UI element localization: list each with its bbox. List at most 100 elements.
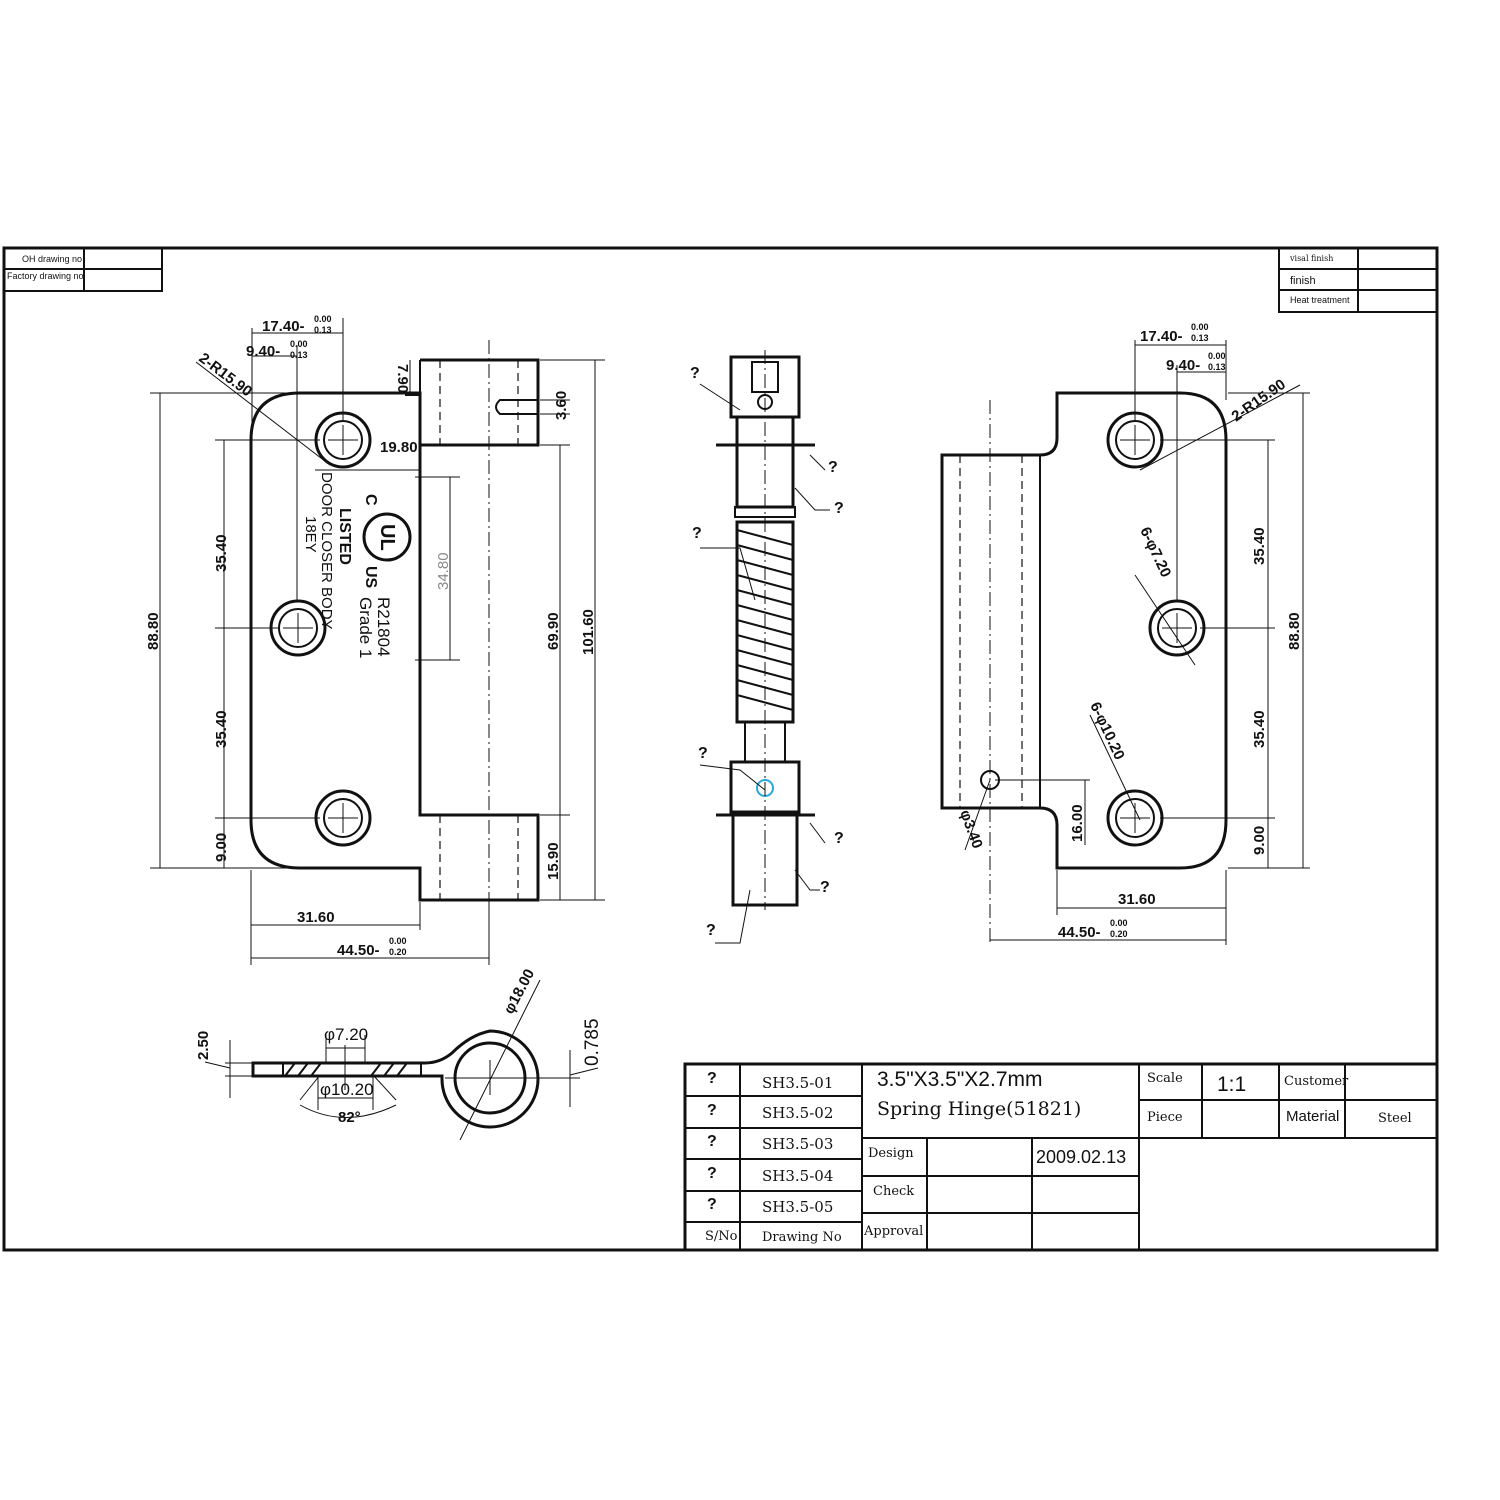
dim-17-40: 17.40- xyxy=(262,318,305,335)
tol-upper: 0.00 xyxy=(314,314,332,324)
factory-drawing-no-label: Factory drawing no xyxy=(7,271,84,281)
dim-101-60: 101.60 xyxy=(580,609,597,655)
pin-label: ? xyxy=(706,922,716,939)
dim-16-00: 16.00 xyxy=(1069,804,1086,842)
dim-9-40: 9.40- xyxy=(246,343,280,360)
dim-9-40: 9.40- xyxy=(1166,357,1200,374)
tol-lower: 0.13 xyxy=(314,325,332,335)
title-line-2: Spring Hinge(51821) xyxy=(877,1098,1081,1120)
tol-upper: 0.00 xyxy=(1191,322,1209,332)
dim-2-50: 2.50 xyxy=(195,1031,212,1060)
tol-lower: 0.20 xyxy=(1110,929,1128,939)
header-right-table: visal finish finish Heat treatment xyxy=(1278,247,1438,313)
dim-holes-large: 6-φ10.20 xyxy=(1086,700,1127,763)
dim-15-90: 15.90 xyxy=(545,842,562,880)
c-text: C xyxy=(362,494,379,506)
part-sn: ? xyxy=(707,1196,717,1213)
part-drawing-no: SH3.5-02 xyxy=(762,1104,833,1122)
screw-hole xyxy=(1106,789,1164,847)
code-text: 18EY xyxy=(302,516,319,553)
listed-text: LISTED xyxy=(336,508,353,565)
dim-88-80: 88.80 xyxy=(1286,612,1303,650)
title-line-1: 3.5"X3.5"X2.7mm xyxy=(877,1068,1043,1091)
dim-34-80: 34.80 xyxy=(435,552,452,590)
r-number-text: R21804 xyxy=(374,597,393,657)
material-label: Material xyxy=(1286,1108,1339,1125)
tol-upper: 0.00 xyxy=(1110,918,1128,928)
part-sn: ? xyxy=(707,1070,717,1087)
drawing-no-header: Drawing No xyxy=(762,1230,842,1245)
door-closer-body-text: DOOR CLOSER BODY xyxy=(318,472,335,630)
finish-label: finish xyxy=(1290,275,1316,287)
grade-text: Grade 1 xyxy=(356,597,375,658)
part-sn: ? xyxy=(707,1165,717,1182)
sn-header: S/No xyxy=(705,1229,738,1244)
title-block: ? SH3.5-01 ? SH3.5-02 ? SH3.5-03 ? SH3.5… xyxy=(683,1062,1439,1252)
screw-hole xyxy=(314,411,372,469)
screw-hole xyxy=(1106,411,1164,469)
ul-marking: DOOR CLOSER BODY 18EY LISTED C UL US R21… xyxy=(302,472,412,658)
customer-label: Customer xyxy=(1284,1074,1349,1089)
dim-radius: 2-R15.90 xyxy=(1229,376,1289,425)
dim-31-60: 31.60 xyxy=(1118,891,1156,908)
dim-88-80: 88.80 xyxy=(145,612,162,650)
dim-69-90: 69.90 xyxy=(545,612,562,650)
us-text: US xyxy=(362,566,379,589)
part-drawing-no: SH3.5-05 xyxy=(762,1198,833,1216)
part-sn: ? xyxy=(707,1102,717,1119)
dim-angle: 82° xyxy=(338,1109,361,1126)
scale-value: 1:1 xyxy=(1217,1073,1246,1096)
screw-hole xyxy=(314,789,372,847)
check-label: Check xyxy=(873,1184,914,1199)
dim-9-00: 9.00 xyxy=(213,833,230,862)
dim-35-40-top: 35.40 xyxy=(1251,527,1268,565)
header-left-table: OH drawing no Factory drawing no xyxy=(3,247,163,292)
dim-18-00: φ18.00 xyxy=(501,966,539,1017)
section-view: 2.50 φ7.20 φ10.20 82° φ18.00 0.785 xyxy=(195,966,603,1141)
ul-text: UL xyxy=(376,524,398,551)
dim-44-50: 44.50- xyxy=(337,942,380,959)
dim-31-60: 31.60 xyxy=(297,909,335,926)
visal-finish-label: visal finish xyxy=(1289,254,1333,263)
pin-label: ? xyxy=(820,879,830,896)
oh-drawing-no-label: OH drawing no xyxy=(22,254,82,264)
dim-35-40-top: 35.40 xyxy=(213,534,230,572)
pin-label: ? xyxy=(828,459,838,476)
tol-upper: 0.00 xyxy=(290,339,308,349)
right-view: 17.40- 0.00 0.13 9.40- 0.00 0.13 2-R15.9… xyxy=(940,322,1310,945)
approval-label: Approval xyxy=(863,1224,923,1239)
dim-3-60: 3.60 xyxy=(553,391,570,420)
part-drawing-no: SH3.5-03 xyxy=(762,1135,833,1153)
scale-label: Scale xyxy=(1147,1071,1183,1086)
dim-19-80: 19.80 xyxy=(380,439,418,456)
part-drawing-no: SH3.5-01 xyxy=(762,1074,833,1092)
heat-treatment-label: Heat treatment xyxy=(1290,295,1350,305)
hinge-leaf-outline xyxy=(940,391,1228,870)
dim-0-785: 0.785 xyxy=(582,1018,603,1066)
pin-label: ? xyxy=(834,500,844,517)
tol-lower: 0.13 xyxy=(290,350,308,360)
design-label: Design xyxy=(868,1146,914,1161)
dim-holes-small: 6-φ7.20 xyxy=(1136,525,1174,580)
dim-9-00: 9.00 xyxy=(1251,826,1268,855)
tol-upper: 0.00 xyxy=(389,936,407,946)
tol-lower: 0.20 xyxy=(389,947,407,957)
dim-35-40-bottom: 35.40 xyxy=(1251,710,1268,748)
dim-7-20: φ7.20 xyxy=(324,1025,368,1044)
pin-label: ? xyxy=(690,365,700,382)
pin-view: ? ? ? ? ? ? ? ? xyxy=(690,350,844,944)
dim-44-50: 44.50- xyxy=(1058,924,1101,941)
piece-label: Piece xyxy=(1147,1110,1183,1125)
dim-7-90: 7.90 xyxy=(394,364,411,393)
dim-35-40-bottom: 35.40 xyxy=(213,710,230,748)
material-value: Steel xyxy=(1378,1111,1412,1126)
dim-pin-hole: φ3.40 xyxy=(956,808,986,851)
pin-label: ? xyxy=(692,525,702,542)
dim-17-40: 17.40- xyxy=(1140,328,1183,345)
pin-label: ? xyxy=(834,830,844,847)
part-sn: ? xyxy=(707,1133,717,1150)
design-date: 2009.02.13 xyxy=(1036,1147,1126,1167)
part-drawing-no: SH3.5-04 xyxy=(762,1167,833,1185)
tol-lower: 0.13 xyxy=(1208,362,1226,372)
ul-logo xyxy=(362,512,412,562)
